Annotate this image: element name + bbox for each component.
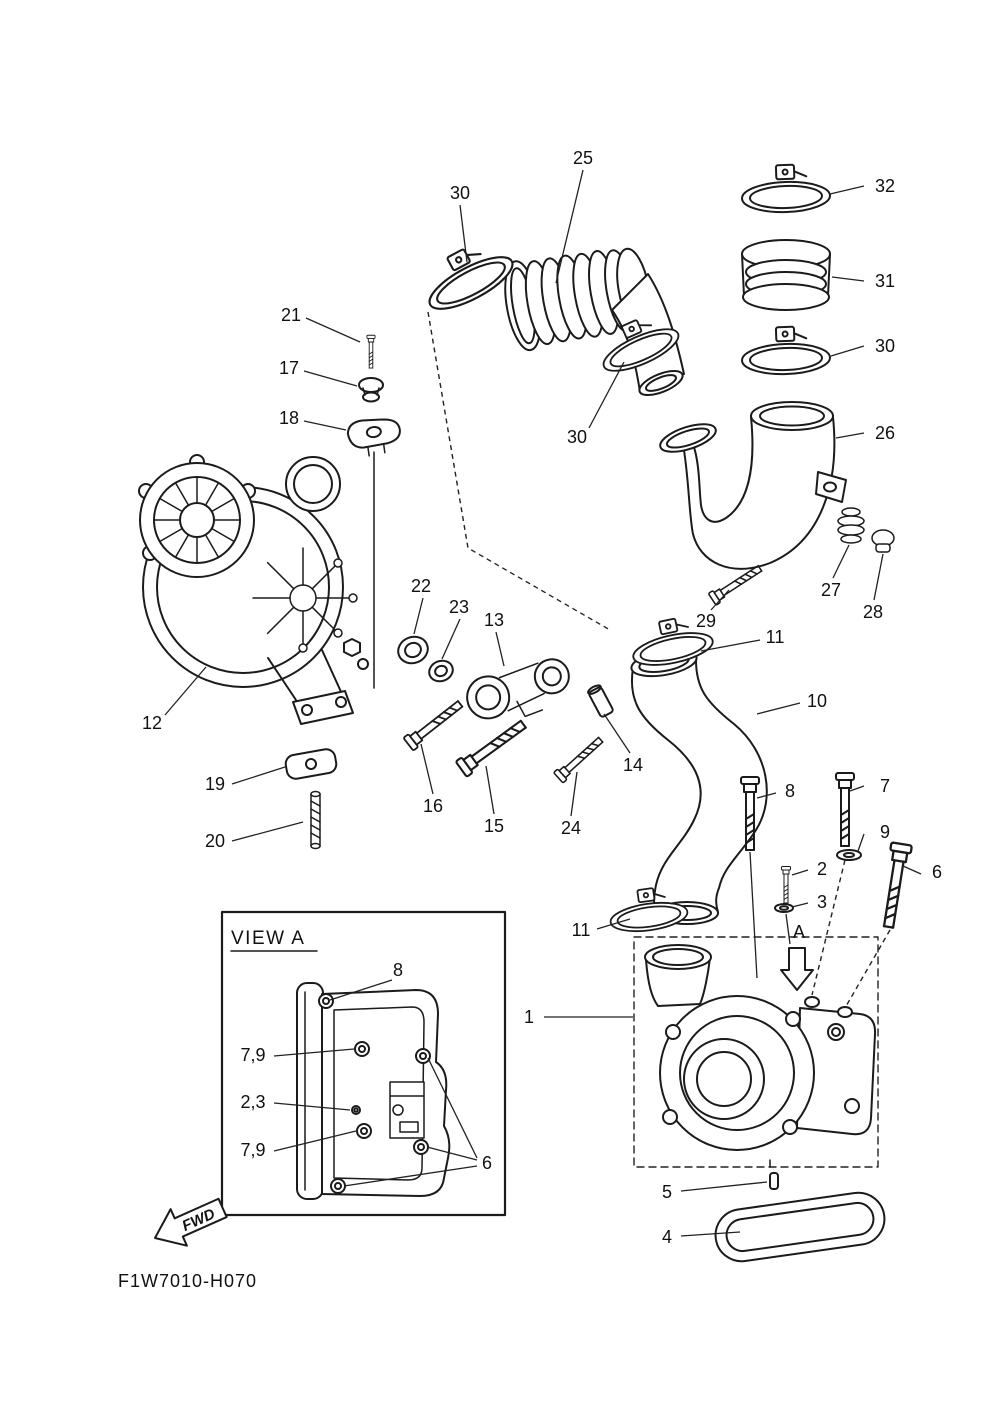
- elbow-pipe-26: [659, 401, 847, 570]
- bushing-22: [397, 635, 429, 665]
- callout-30-b: 30: [875, 336, 895, 356]
- callout-27: 27: [821, 580, 841, 600]
- callout-30-a: 30: [450, 183, 470, 203]
- washer-9: [836, 849, 862, 861]
- bolt-2: [781, 866, 791, 904]
- bracket-13: [466, 658, 570, 720]
- section-marker-a: A: [793, 922, 805, 942]
- bolt-6: [877, 841, 914, 930]
- bracket-arms: [267, 649, 343, 701]
- bolt-16: [402, 696, 467, 752]
- callout-1: 1: [524, 1007, 534, 1027]
- view-a-callout-79b: 7,9: [240, 1140, 265, 1160]
- hose-clamp-30-topleft: [413, 230, 521, 320]
- dowel-5: [769, 1172, 779, 1190]
- callout-19: 19: [205, 774, 225, 794]
- construction-lines: [427, 311, 891, 1009]
- bolt-15: [454, 715, 530, 778]
- impeller-spokes: [252, 547, 358, 653]
- callout-5: 5: [662, 1182, 672, 1202]
- hose-clamp-30-right: [739, 324, 832, 377]
- washer-3: [774, 903, 794, 913]
- supercharger-assembly: [138, 451, 375, 725]
- callout-29: 29: [696, 611, 716, 631]
- callout-30-c: 30: [567, 427, 587, 447]
- bolt-7: [835, 772, 855, 847]
- stud-20: [310, 790, 321, 850]
- callout-22: 22: [411, 576, 431, 596]
- callout-10: 10: [807, 691, 827, 711]
- callout-11-b: 11: [572, 920, 591, 940]
- callout-31: 31: [875, 271, 895, 291]
- view-a-inset: [220, 910, 507, 1217]
- view-a-drawing: [296, 982, 451, 1200]
- view-a-callout-79a: 7,9: [240, 1045, 265, 1065]
- grommet-17: [358, 377, 384, 403]
- view-a-title: VIEW A: [231, 928, 305, 949]
- callout-12: 12: [142, 713, 162, 733]
- callout-11-a: 11: [766, 627, 785, 647]
- pin-14: [587, 684, 614, 718]
- grommet-28: [871, 529, 895, 553]
- callout-15: 15: [484, 816, 504, 836]
- callout-7: 7: [880, 776, 890, 796]
- gasket-4: [714, 1191, 886, 1263]
- bushing-23: [428, 659, 454, 683]
- callout-16: 16: [423, 796, 443, 816]
- callout-20: 20: [205, 831, 225, 851]
- anchor-plate-19: [284, 748, 338, 780]
- ribbed-clutch-cover: [139, 462, 255, 578]
- callout-14: 14: [623, 755, 643, 775]
- mount-plate-18: [346, 418, 401, 457]
- fwd-arrow: [154, 1197, 228, 1247]
- callout-21: 21: [281, 305, 301, 325]
- view-direction-arrow: [780, 947, 814, 991]
- callout-8: 8: [785, 781, 795, 801]
- callout-32: 32: [875, 176, 895, 196]
- callout-13: 13: [484, 610, 504, 630]
- callout-4: 4: [662, 1227, 672, 1247]
- leader-lines: [164, 169, 922, 1237]
- diagram-code: F1W7010-H070: [118, 1271, 257, 1291]
- view-a-callout-6: 6: [482, 1153, 492, 1173]
- bolt-21: [366, 334, 376, 369]
- callout-17: 17: [279, 358, 299, 378]
- turbocharger-assembly-1: [644, 944, 877, 1168]
- coupler-31: [741, 239, 831, 311]
- callout-26: 26: [875, 423, 895, 443]
- view-a-callout-8: 8: [393, 960, 403, 980]
- callout-25: 25: [573, 148, 593, 168]
- hose-clamp-32: [739, 162, 832, 215]
- bolt-24: [552, 733, 607, 784]
- callout-6: 6: [932, 862, 942, 882]
- callout-23: 23: [449, 597, 469, 617]
- view-a-callout-23: 2,3: [240, 1092, 265, 1112]
- callout-24: 24: [561, 818, 581, 838]
- callout-2: 2: [817, 859, 827, 879]
- callout-18: 18: [279, 408, 299, 428]
- corrugated-hose-25: [504, 247, 685, 396]
- elbow-lug: [815, 471, 847, 503]
- callout-3: 3: [817, 892, 827, 912]
- nut: [343, 638, 361, 657]
- damper-27: [837, 507, 865, 544]
- callout-9: 9: [880, 822, 890, 842]
- inlet-port: [285, 456, 341, 512]
- assembly-boundary-box: [633, 936, 879, 1168]
- callout-28: 28: [863, 602, 883, 622]
